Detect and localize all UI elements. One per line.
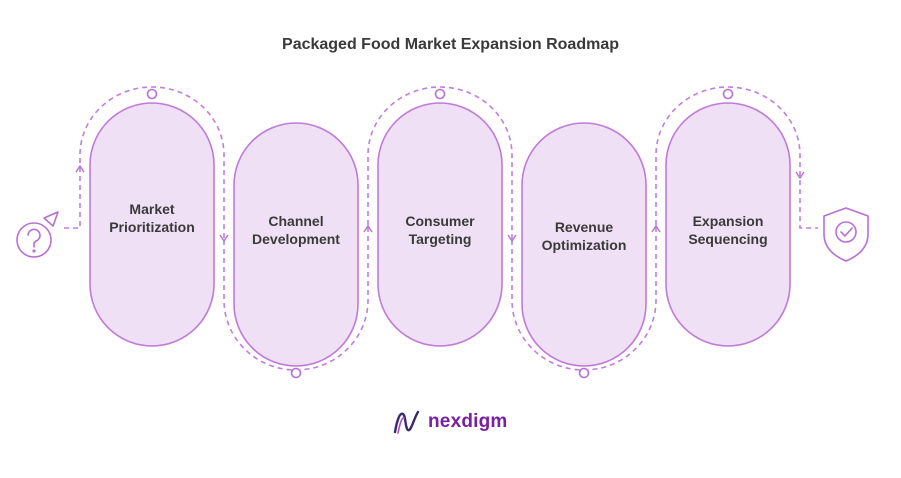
step-label-5: Expansion Sequencing <box>688 213 768 247</box>
step-label-1: Market Prioritization <box>109 201 195 235</box>
down-arrow-icon <box>507 234 517 243</box>
down-arrow-icon <box>795 171 805 180</box>
up-arrow-icon <box>363 224 373 233</box>
step-pill-5 <box>665 102 791 347</box>
step-label-2: Channel Development <box>252 213 340 247</box>
shield-check-icon <box>823 207 869 262</box>
nexdigm-logo-icon <box>393 410 420 434</box>
brand-logo: nexdigm <box>392 406 508 438</box>
step-pill-4 <box>521 122 647 367</box>
step-label-3: Consumer Targeting <box>405 213 475 247</box>
diagram-title: Packaged Food Market Expansion Roadmap <box>282 36 619 53</box>
up-arrow-icon <box>75 164 85 173</box>
down-arrow-icon <box>219 234 229 243</box>
arrow-ticks <box>75 164 805 243</box>
step-pill-3 <box>377 102 503 347</box>
step-pill-2 <box>233 122 359 367</box>
step-label-4: Revenue Optimization <box>541 219 627 253</box>
brand-name: nexdigm <box>428 411 508 432</box>
up-arrow-icon <box>651 224 661 233</box>
connector-dots <box>146 88 734 379</box>
step-pill-1 <box>89 102 215 347</box>
question-mark-icon <box>16 211 59 258</box>
